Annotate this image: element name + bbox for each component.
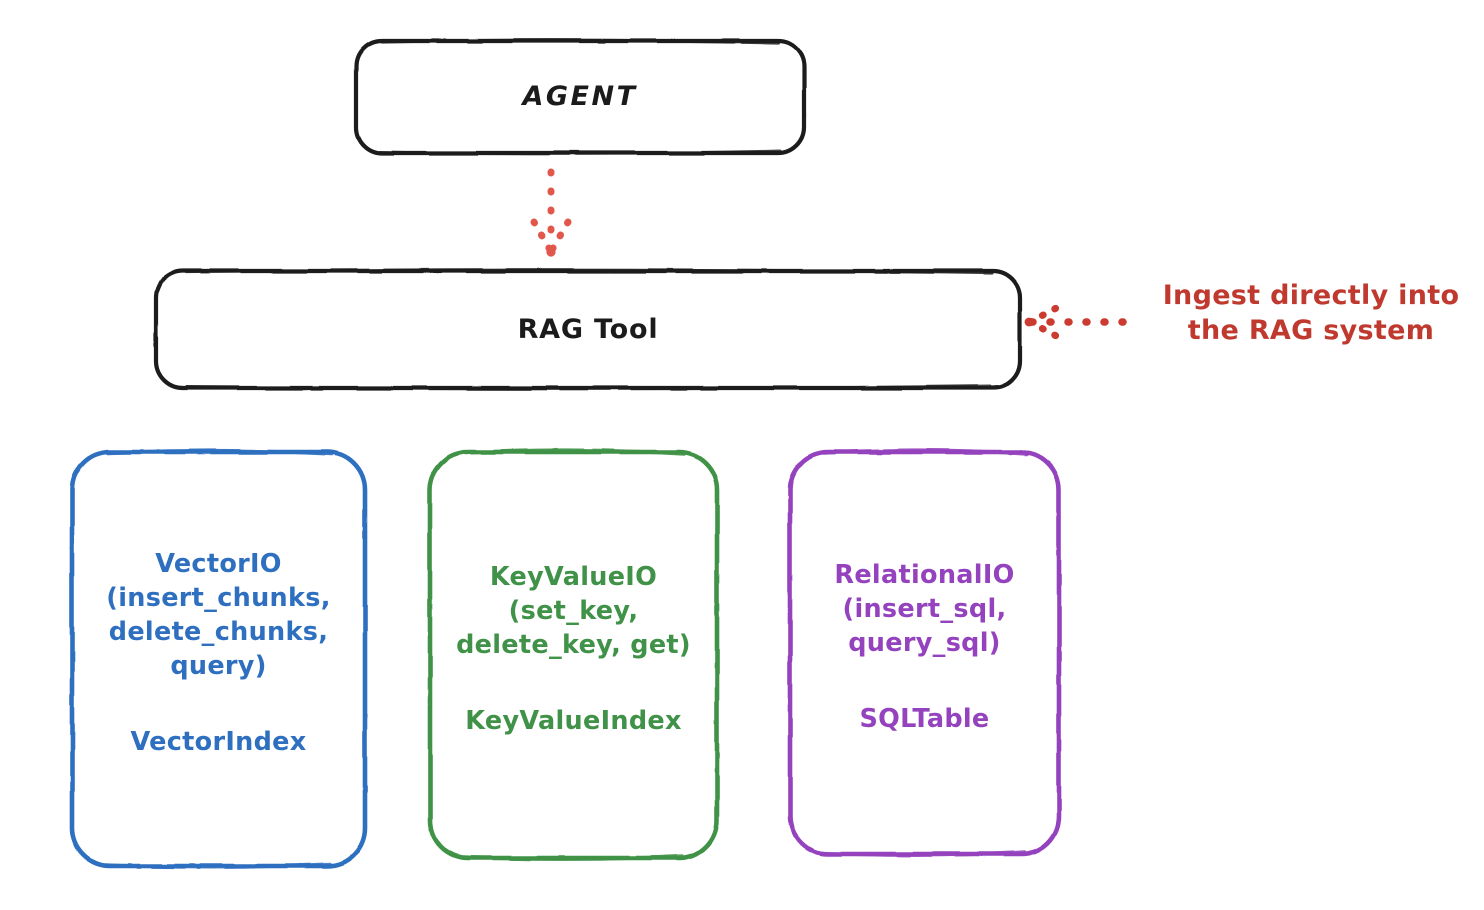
agent-to-rag-arrow	[530, 168, 572, 257]
ingest-annotation-arrow	[1024, 301, 1140, 343]
vector-io-content: VectorIO (insert_chunks, delete_chunks, …	[70, 547, 367, 760]
key-value-io-content: KeyValueIO (set_key, delete_key, get) Ke…	[428, 560, 719, 739]
vector-io-box-outline	[69, 448, 368, 869]
rag-tool-box-outline	[153, 268, 1023, 391]
relational-io-api-label: RelationalIO (insert_sql, query_sql)	[834, 559, 1015, 658]
vector-io-api-label: VectorIO (insert_chunks, delete_chunks, …	[106, 548, 331, 682]
key-value-io-box-outline	[427, 448, 720, 861]
relational-io-node[interactable]: RelationalIO (insert_sql, query_sql) SQL…	[788, 450, 1061, 856]
agent-node-label: AGENT	[522, 81, 638, 113]
relational-io-content: RelationalIO (insert_sql, query_sql) SQL…	[788, 558, 1061, 737]
vector-io-node[interactable]: VectorIO (insert_chunks, delete_chunks, …	[70, 450, 367, 868]
ingest-annotation-label: Ingest directly into the RAG system	[1162, 280, 1460, 347]
relational-io-box-outline	[787, 448, 1062, 857]
key-value-io-api-label: KeyValueIO (set_key, delete_key, get)	[456, 561, 691, 660]
agent-node[interactable]: AGENT	[355, 40, 805, 154]
relational-io-index-label: SQLTable	[859, 704, 990, 735]
vector-io-index-label: VectorIndex	[130, 727, 307, 758]
rag-tool-node-label: RAG Tool	[517, 313, 659, 345]
key-value-io-node[interactable]: KeyValueIO (set_key, delete_key, get) Ke…	[428, 450, 719, 860]
rag-tool-node[interactable]: RAG Tool	[155, 270, 1021, 389]
agent-box-outline	[353, 38, 807, 156]
key-value-io-index-label: KeyValueIndex	[465, 706, 682, 737]
